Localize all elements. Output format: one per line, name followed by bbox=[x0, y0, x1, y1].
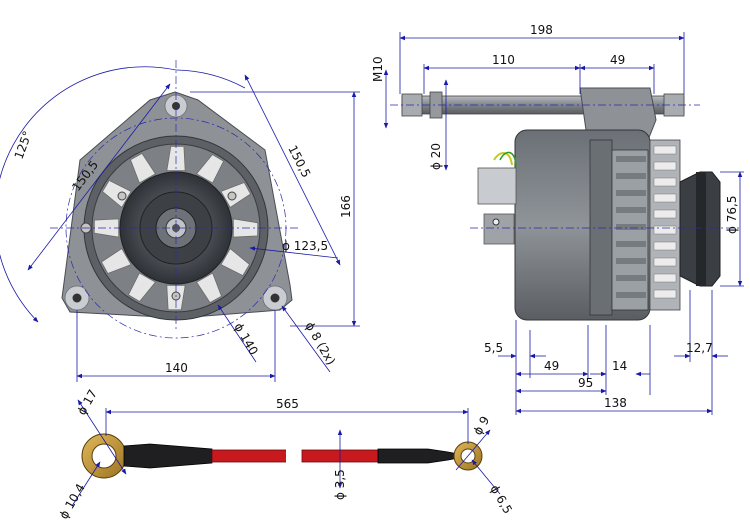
cover-slot bbox=[653, 273, 677, 283]
depth-14-label: 14 bbox=[612, 359, 627, 373]
rear-terminal-box bbox=[477, 167, 517, 205]
fan-blade bbox=[195, 153, 225, 184]
cover-slot bbox=[653, 241, 677, 251]
front-view: 125° 150,5 150,5 166 ϕ 123,5 140 ϕ 140 ϕ… bbox=[0, 60, 360, 382]
cover-slot bbox=[653, 209, 677, 219]
lug-right-inner-label: ϕ 6,5 bbox=[487, 483, 515, 517]
lug-left-outer-label: ϕ 17 bbox=[74, 387, 100, 417]
cooling-fin bbox=[616, 292, 646, 298]
cooling-fin bbox=[616, 207, 646, 213]
cover-slot bbox=[653, 161, 677, 171]
fan-blade bbox=[127, 272, 157, 303]
depth-95-label: 95 bbox=[578, 376, 593, 390]
fan-blade bbox=[220, 247, 251, 277]
depth-49-label: 49 bbox=[544, 359, 559, 373]
mount-holes-label: ϕ 8 (2x) bbox=[302, 320, 338, 368]
cable-length-label: 565 bbox=[276, 397, 299, 411]
side-view: 198 110 49 M10 ϕ 20 ϕ 76,5 5,5 49 bbox=[371, 23, 744, 415]
overall-198-label: 198 bbox=[530, 23, 553, 37]
wire-left bbox=[211, 449, 291, 463]
thread-m10-label: M10 bbox=[371, 56, 385, 82]
cover-slot bbox=[653, 177, 677, 187]
wire-diameter-label: ϕ 3,5 bbox=[333, 469, 347, 500]
height-166-label: 166 bbox=[339, 195, 353, 218]
body-138-label: 138 bbox=[604, 396, 627, 410]
depth-5-5-label: 5,5 bbox=[484, 341, 503, 355]
cable-sleeve-right bbox=[377, 448, 459, 464]
lug-left-inner-label: ϕ 10,4 bbox=[56, 481, 87, 521]
cable-view: 565 ϕ 17 ϕ 10,4 ϕ 3,5 ϕ 9 ϕ 6,5 bbox=[56, 387, 514, 521]
cover-slot bbox=[653, 193, 677, 203]
pulley-width-label: 12,7 bbox=[686, 341, 713, 355]
angle-125-label: 125° bbox=[12, 129, 35, 161]
stud-diameter-label: ϕ 20 bbox=[429, 143, 443, 170]
cooling-fins bbox=[616, 156, 646, 298]
bolt-circle-label: ϕ 123,5 bbox=[282, 239, 328, 253]
cover-slot bbox=[653, 289, 677, 299]
cooling-fin bbox=[616, 258, 646, 264]
cooling-fin bbox=[616, 275, 646, 281]
cover-slot bbox=[653, 257, 677, 267]
cooling-fin bbox=[616, 173, 646, 179]
width-140-label: 140 bbox=[165, 361, 188, 375]
cooling-fin bbox=[616, 156, 646, 162]
cooling-fin bbox=[616, 224, 646, 230]
cover-slot bbox=[653, 145, 677, 155]
cooling-fin bbox=[616, 190, 646, 196]
body-diameter-label: ϕ 140 bbox=[231, 321, 260, 358]
cable-sleeve-left bbox=[123, 443, 213, 469]
cover-slot bbox=[653, 225, 677, 235]
lug-right-outer-label: ϕ 9 bbox=[470, 414, 492, 438]
cooling-fin bbox=[616, 241, 646, 247]
stud-49-label: 49 bbox=[610, 53, 625, 67]
fan-blade bbox=[196, 272, 222, 304]
stud-110-label: 110 bbox=[492, 53, 515, 67]
pulley-diameter-label: ϕ 76,5 bbox=[725, 196, 739, 234]
radius-right-label: 150,5 bbox=[285, 143, 313, 180]
